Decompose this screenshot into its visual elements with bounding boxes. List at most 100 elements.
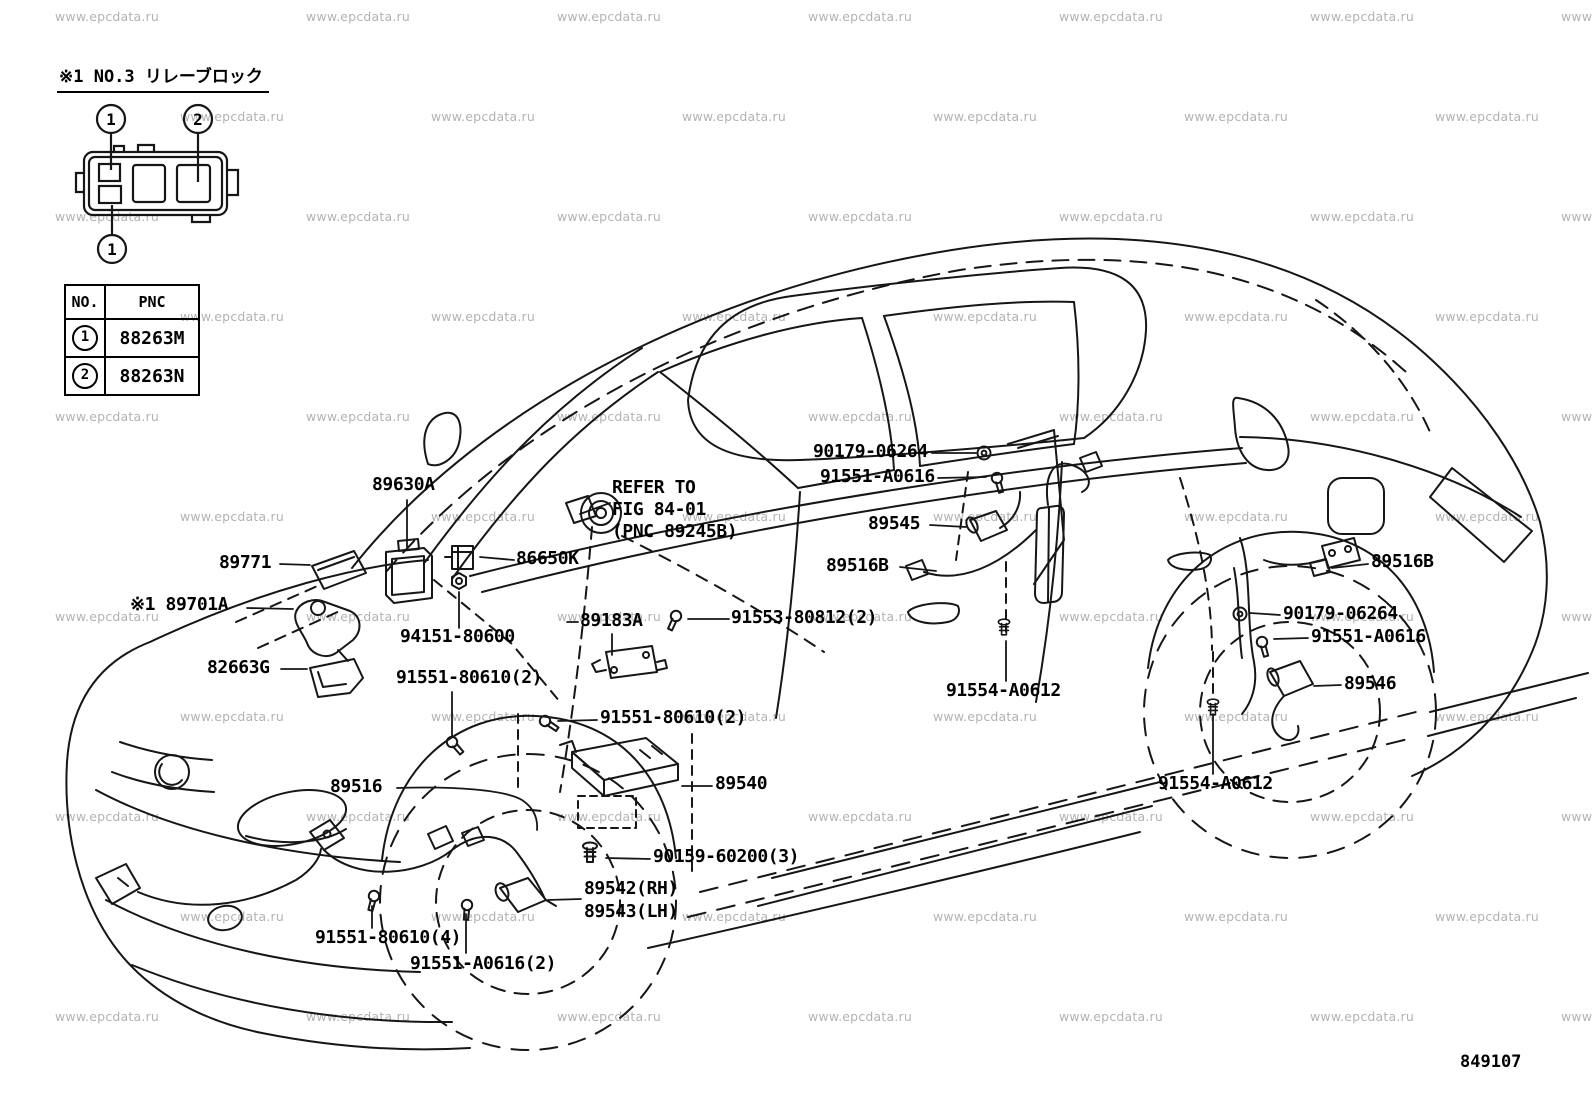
watermark: www.epcdata.ru — [1435, 909, 1539, 924]
part-89546 — [1266, 660, 1314, 741]
part-glyphs — [95, 429, 1361, 923]
part-label-89183A: 89183A — [580, 610, 643, 631]
watermark: www.epcdata.ru — [933, 909, 1037, 924]
rear-wheel — [1143, 565, 1437, 859]
watermark: www.epcdata.ru — [55, 9, 159, 24]
watermark: www.epcdata.ru — [808, 209, 912, 224]
watermark: www.epcdata.ru — [1561, 409, 1592, 424]
part-label-90179-06264-L: 90179-06264 — [813, 441, 928, 462]
watermark: www.epcdata.ru — [1310, 609, 1414, 624]
watermark: www.epcdata.ru — [306, 409, 410, 424]
part-label-94151-80600: 94151-80600 — [400, 626, 515, 647]
pnc-table-header-pnc: PNC — [104, 284, 200, 320]
leader-lines — [246, 452, 1369, 954]
watermark: www.epcdata.ru — [808, 9, 912, 24]
part-89183A — [591, 645, 668, 679]
part-label-91554-A0612-a: 91554-A0612 — [946, 680, 1061, 701]
pnc-table-head: NO. PNC — [64, 284, 200, 320]
part-82663G — [309, 658, 364, 698]
watermark: www.epcdata.ru — [1435, 109, 1539, 124]
watermark: www.epcdata.ru — [180, 309, 284, 324]
callout-number: 1 — [72, 325, 98, 351]
watermark: www.epcdata.ru — [1059, 1009, 1163, 1024]
part-89771 — [311, 550, 367, 590]
watermark: www.epcdata.ru — [1561, 809, 1592, 824]
watermark: www.epcdata.ru — [682, 709, 786, 724]
watermark: www.epcdata.ru — [557, 209, 661, 224]
part-label-91551-80610-4: 91551-80610(4) — [315, 927, 462, 948]
watermark: www.epcdata.ru — [1435, 709, 1539, 724]
watermark: www.epcdata.ru — [1184, 509, 1288, 524]
watermark: www.epcdata.ru — [1059, 409, 1163, 424]
ecu-89540 — [559, 737, 679, 829]
part-label-89543-LH: 89543(LH) — [584, 901, 678, 922]
table-cell-no: 2 — [64, 356, 106, 396]
pnc-table-header-no: NO. — [64, 284, 106, 320]
table-cell-pnc: 88263N — [104, 356, 200, 396]
part-89542-89543 — [494, 877, 557, 913]
watermark: www.epcdata.ru — [306, 9, 410, 24]
part-label-90179-06264-R: 90179-06264 — [1283, 603, 1398, 624]
fuel-door — [1327, 477, 1385, 535]
watermark: www.epcdata.ru — [1310, 9, 1414, 24]
watermark: www.epcdata.ru — [1561, 209, 1592, 224]
watermark: www.epcdata.ru — [55, 609, 159, 624]
part-89701A — [294, 599, 361, 662]
watermark: www.epcdata.ru — [557, 409, 661, 424]
watermark: www.epcdata.ru — [55, 809, 159, 824]
part-label-89701A: ※1 89701A — [130, 594, 229, 615]
watermark: www.epcdata.ru — [1561, 9, 1592, 24]
part-label-89516B-L: 89516B — [826, 555, 889, 576]
watermark: www.epcdata.ru — [1561, 609, 1592, 624]
part-label-refer-line-2: FIG 84-01 — [612, 499, 706, 520]
watermark: www.epcdata.ru — [306, 809, 410, 824]
watermark: www.epcdata.ru — [808, 609, 912, 624]
part-label-89545: 89545 — [868, 513, 921, 534]
watermark: www.epcdata.ru — [431, 109, 535, 124]
watermark: www.epcdata.ru — [1059, 609, 1163, 624]
watermark: www.epcdata.ru — [557, 9, 661, 24]
sunroof — [687, 266, 1148, 462]
watermark: www.epcdata.ru — [180, 509, 284, 524]
watermark: www.epcdata.ru — [808, 809, 912, 824]
part-label-89771: 89771 — [219, 552, 272, 573]
part-label-91551-80610-2b: 91551-80610(2) — [600, 707, 747, 728]
part-86650K — [444, 545, 474, 570]
watermark: www.epcdata.ru — [1310, 1009, 1414, 1024]
callout-number-2: 2 — [193, 110, 203, 129]
part-label-89542-RH: 89542(RH) — [584, 878, 678, 899]
part-label-89540: 89540 — [715, 773, 768, 794]
watermark: www.epcdata.ru — [933, 309, 1037, 324]
watermark: www.epcdata.ru — [180, 909, 284, 924]
watermark: www.epcdata.ru — [933, 709, 1037, 724]
relay-block-inset — [74, 103, 240, 265]
watermark: www.epcdata.ru — [55, 209, 159, 224]
ecu-89630A — [385, 538, 433, 604]
relay-block-callout-numbers: 1 2 1 — [106, 110, 203, 259]
part-label-refer-line-1: REFER TO — [612, 477, 696, 498]
table-cell-no: 1 — [64, 318, 106, 358]
fog-lamp — [207, 904, 243, 932]
watermark: www.epcdata.ru — [431, 309, 535, 324]
door-handle-front — [907, 602, 960, 625]
watermark: www.epcdata.ru — [306, 209, 410, 224]
watermark: www.epcdata.ru — [557, 1009, 661, 1024]
harness-89516 — [95, 819, 545, 906]
watermark: www.epcdata.ru — [557, 809, 661, 824]
part-label-86650K: 86650K — [516, 548, 579, 569]
car-outline — [65, 237, 1589, 1051]
watermark: www.epcdata.ru — [180, 109, 284, 124]
watermark: www.epcdata.ru — [431, 709, 535, 724]
part-label-90159-60200-3: 90159-60200(3) — [653, 846, 800, 867]
watermark: www.epcdata.ru — [682, 909, 786, 924]
part-label-91553-80812-2: 91553-80812(2) — [731, 607, 878, 628]
harness-89516B-left — [905, 451, 1103, 604]
callout-number-1: 1 — [106, 110, 116, 129]
watermark: www.epcdata.ru — [1561, 1009, 1592, 1024]
callout-number-3: 1 — [107, 240, 117, 259]
